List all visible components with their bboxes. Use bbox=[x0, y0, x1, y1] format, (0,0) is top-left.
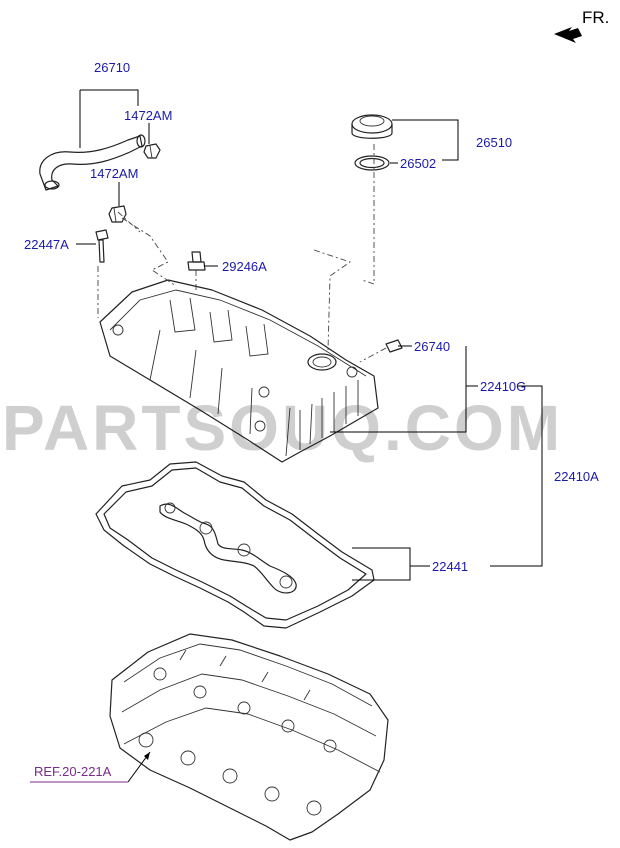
callout-29246a[interactable]: 29246A bbox=[222, 259, 267, 274]
front-direction-arrow-icon bbox=[554, 27, 582, 43]
callout-26510[interactable]: 26510 bbox=[476, 135, 512, 150]
breather-hose bbox=[39, 134, 146, 191]
position-lines bbox=[97, 144, 387, 363]
callout-22447a[interactable]: 22447A bbox=[24, 237, 69, 252]
callout-1472am-lower[interactable]: 1472AM bbox=[90, 166, 138, 181]
cylinder-head bbox=[109, 633, 389, 841]
callout-22441[interactable]: 22441 bbox=[432, 559, 468, 574]
reference-link[interactable]: REF.20-221A bbox=[34, 764, 112, 779]
valve-cover-gasket bbox=[95, 461, 375, 629]
callout-26502[interactable]: 26502 bbox=[400, 156, 436, 171]
watermark: PARTSOUQ.COM bbox=[2, 392, 563, 464]
callout-22410g[interactable]: 22410G bbox=[480, 379, 526, 394]
valve-cover bbox=[99, 279, 379, 463]
bolt-22447a bbox=[95, 229, 109, 263]
leader-lines bbox=[76, 89, 543, 783]
oil-filler-cap bbox=[351, 114, 393, 139]
cap-seal bbox=[354, 155, 390, 171]
hose-clamp-upper bbox=[143, 143, 161, 159]
callout-22410a[interactable]: 22410A bbox=[554, 469, 599, 484]
callout-26710[interactable]: 26710 bbox=[94, 60, 130, 75]
sensor-29246a bbox=[187, 251, 206, 271]
callout-1472am-upper[interactable]: 1472AM bbox=[124, 108, 172, 123]
pcv-valve-26740 bbox=[385, 339, 403, 353]
callout-26740[interactable]: 26740 bbox=[414, 339, 450, 354]
front-direction-label: FR. bbox=[582, 8, 609, 27]
hose-clamp-lower bbox=[108, 205, 127, 223]
